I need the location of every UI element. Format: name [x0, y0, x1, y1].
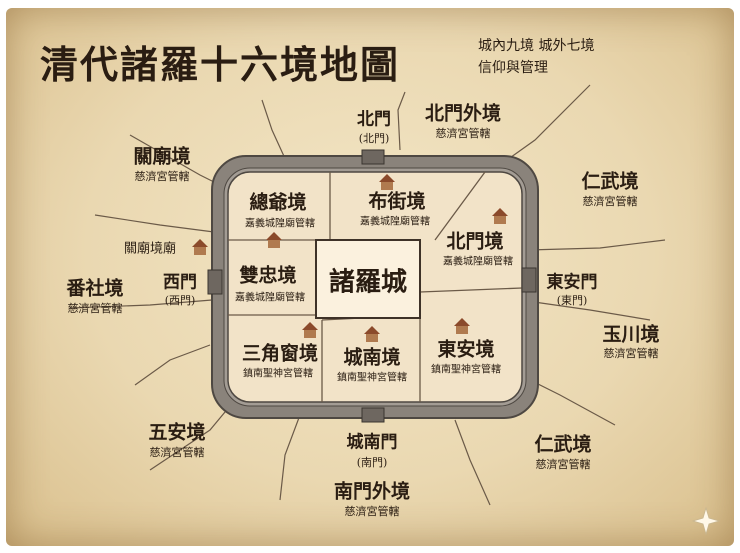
outer-district-admin: 慈濟宮管轄	[435, 127, 491, 140]
west-gate-icon	[207, 269, 223, 295]
temple-icon	[364, 326, 380, 342]
inner-district-name: 布街境	[368, 190, 426, 213]
inner-district-admin: 嘉義城隍廟管轄	[235, 292, 305, 304]
temple-icon	[454, 318, 470, 334]
outer-district-admin: 慈濟宮管轄	[67, 302, 123, 315]
inner-district-name: 東安境	[437, 338, 495, 361]
outer-district-name: 五安境	[148, 421, 206, 444]
west-gate-alt: (西門)	[164, 294, 196, 307]
outer-district-admin: 慈濟宮管轄	[344, 505, 400, 518]
outer-district-name: 玉川境	[602, 323, 660, 346]
outer-district-name: 仁武境	[534, 433, 592, 456]
boundary-line-s	[279, 414, 301, 501]
boundary-line-e	[519, 299, 651, 321]
north-gate-alt: (北門)	[358, 132, 390, 145]
gates	[207, 149, 537, 423]
boundary-line-nw	[261, 99, 289, 166]
inner-district-admin: 鎮南聖神宮管轄	[431, 364, 501, 376]
outer-district-name: 關廟境	[133, 145, 191, 168]
sparkle-icon	[691, 506, 721, 536]
inner-district-admin: 嘉義城隍廟管轄	[360, 216, 430, 228]
temple-label: 關廟境廟	[123, 241, 177, 257]
temple-icon	[266, 232, 282, 248]
subtitle-line-1: 城內九境 城外七境	[478, 38, 595, 54]
inner-district-admin: 鎮南聖神宮管轄	[337, 372, 407, 384]
inner-district-name: 城南境	[343, 346, 401, 369]
outer-district-admin: 慈濟宮管轄	[149, 446, 205, 459]
east-gate-alt: (東門)	[556, 294, 588, 307]
outer-district-admin: 慈濟宮管轄	[535, 458, 591, 471]
temple-icon	[379, 174, 395, 190]
north-gate-name: 北門	[357, 109, 391, 130]
boundary-line-ene	[527, 239, 666, 251]
inner-district-admin: 嘉義城隍廟管轄	[245, 218, 315, 230]
outer-district-name: 番社境	[66, 277, 124, 300]
boundary-line-ese	[529, 379, 616, 426]
temple-icon	[192, 239, 208, 255]
boundary-line-wsw	[134, 344, 211, 386]
east-gate-icon	[521, 267, 537, 293]
inner-district-name: 三角窗境	[241, 342, 319, 365]
subtitle-line-2: 信仰與管理	[478, 60, 548, 76]
outer-district-name: 南門外境	[333, 480, 411, 503]
outer-district-name: 北門外境	[424, 102, 502, 125]
boundary-line-n	[397, 91, 406, 151]
central-block	[315, 239, 421, 319]
temple-icons	[192, 174, 508, 342]
south-gate-alt: (南門)	[356, 456, 388, 469]
inner-district-name: 總爺境	[249, 191, 307, 214]
inner-district-admin: 嘉義城隍廟管轄	[443, 256, 513, 268]
outer-district-admin: 慈濟宮管轄	[582, 195, 638, 208]
south-gate-name: 城南門	[346, 432, 398, 453]
boundary-line-temple	[94, 214, 215, 233]
boundary-line-se	[454, 419, 491, 506]
boundary-line-ne	[499, 84, 591, 166]
outer-district-admin: 慈濟宮管轄	[603, 347, 659, 360]
north-gate-icon	[361, 149, 385, 165]
outer-district-name: 仁武境	[581, 170, 639, 193]
inner-district-admin: 鎮南聖神宮管轄	[243, 368, 313, 380]
boundary-line-w	[69, 299, 213, 309]
inner-district-name: 北門境	[446, 230, 504, 253]
temple-icon	[302, 322, 318, 338]
center-city-name: 諸羅城	[328, 267, 408, 298]
outer-district-admin: 慈濟宮管轄	[134, 170, 190, 183]
west-gate-name: 西門	[163, 272, 197, 293]
east-gate-name: 東安門	[546, 272, 598, 293]
south-gate-icon	[361, 407, 385, 423]
map-title: 清代諸羅十六境地圖	[40, 42, 401, 87]
temple-icon	[492, 208, 508, 224]
inner-district-name: 雙忠境	[239, 264, 297, 287]
